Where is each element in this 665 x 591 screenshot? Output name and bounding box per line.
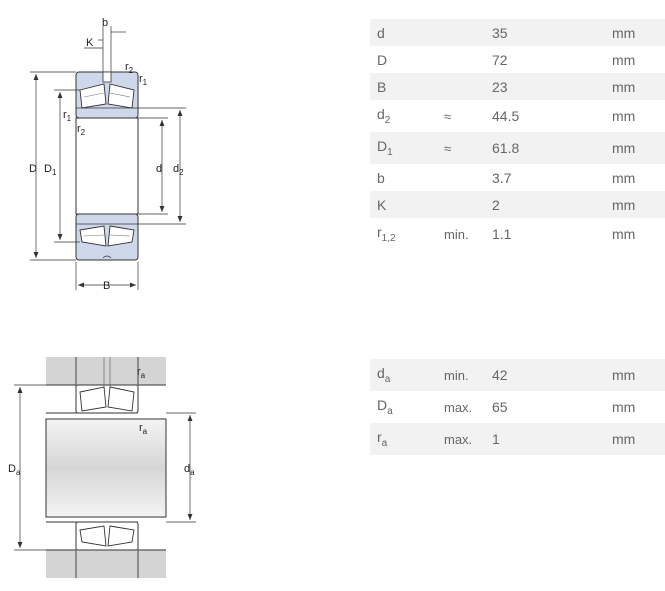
spec-qualifier	[444, 46, 492, 73]
bearing-cross-section	[75, 71, 139, 261]
spec-value: 44.5	[492, 100, 612, 132]
label-da: da	[184, 463, 195, 477]
label-Da: Da	[8, 463, 21, 477]
spec-value: 3.7	[492, 164, 612, 191]
spec-symbol: K	[370, 191, 444, 218]
spec-value: 1	[492, 423, 612, 455]
label-r1-side: r1	[63, 109, 72, 123]
spec-qualifier	[444, 73, 492, 100]
spec-symbol: B	[370, 73, 444, 100]
spec-unit: mm	[612, 19, 665, 46]
label-D1: D1	[44, 163, 57, 177]
label-r1-top: r1	[139, 73, 148, 87]
bearing-dimensions-diagram: b K r2 r1 r1 r2 D D1 d d2 B	[8, 17, 196, 578]
spec-unit: mm	[612, 391, 665, 423]
spec-symbol: D1	[370, 132, 444, 164]
dimension-arrows-top	[33, 74, 183, 288]
spec-value: 23	[492, 73, 612, 100]
spec-qualifier: min.	[444, 359, 492, 391]
label-b: b	[102, 17, 108, 29]
spec-symbol: d2	[370, 100, 444, 132]
label-r2-side: r2	[77, 123, 86, 137]
spec-qualifier: ≈	[444, 100, 492, 132]
roller-lower	[79, 225, 135, 247]
label-K: K	[86, 37, 94, 49]
spec-qualifier: min.	[444, 218, 492, 250]
spec-qualifier: max.	[444, 423, 492, 455]
spec-symbol: b	[370, 164, 444, 191]
spec-unit: mm	[612, 359, 665, 391]
label-r2-top: r2	[125, 61, 134, 75]
spec-value: 72	[492, 46, 612, 73]
spec-value: 65	[492, 391, 612, 423]
dimension-lines-top	[30, 26, 186, 290]
spec-symbol: da	[370, 359, 444, 391]
spec-value: 42	[492, 359, 612, 391]
label-d: d	[156, 163, 162, 175]
spec-value: 2	[492, 191, 612, 218]
spec-qualifier	[444, 191, 492, 218]
spec-qualifier	[444, 19, 492, 46]
spec-symbol: D	[370, 46, 444, 73]
spec-unit: mm	[612, 191, 665, 218]
spec-unit: mm	[612, 423, 665, 455]
spec-value: 35	[492, 19, 612, 46]
label-ra-side: ra	[139, 422, 148, 436]
spec-qualifier: ≈	[444, 132, 492, 164]
spec-symbol: Da	[370, 391, 444, 423]
label-D: D	[29, 163, 37, 175]
label-B: B	[103, 280, 110, 292]
housing-shaft-section	[45, 357, 167, 578]
spec-symbol: r1,2	[370, 218, 444, 250]
spec-symbol: ra	[370, 423, 444, 455]
spec-qualifier: max.	[444, 391, 492, 423]
roller-upper	[79, 83, 135, 109]
spec-value: 61.8	[492, 132, 612, 164]
spec-qualifier	[444, 164, 492, 191]
spec-unit: mm	[612, 132, 665, 164]
dimension-arrows-bottom	[17, 387, 193, 548]
spec-unit: mm	[612, 164, 665, 191]
spec-symbol: d	[370, 19, 444, 46]
label-ra-top: ra	[137, 366, 146, 380]
dimension-lines-bottom	[14, 384, 196, 551]
spec-unit: mm	[612, 46, 665, 73]
spec-unit: mm	[612, 100, 665, 132]
spec-value: 1.1	[492, 218, 612, 250]
label-d2: d2	[173, 163, 184, 177]
spec-unit: mm	[612, 218, 665, 250]
spec-unit: mm	[612, 73, 665, 100]
